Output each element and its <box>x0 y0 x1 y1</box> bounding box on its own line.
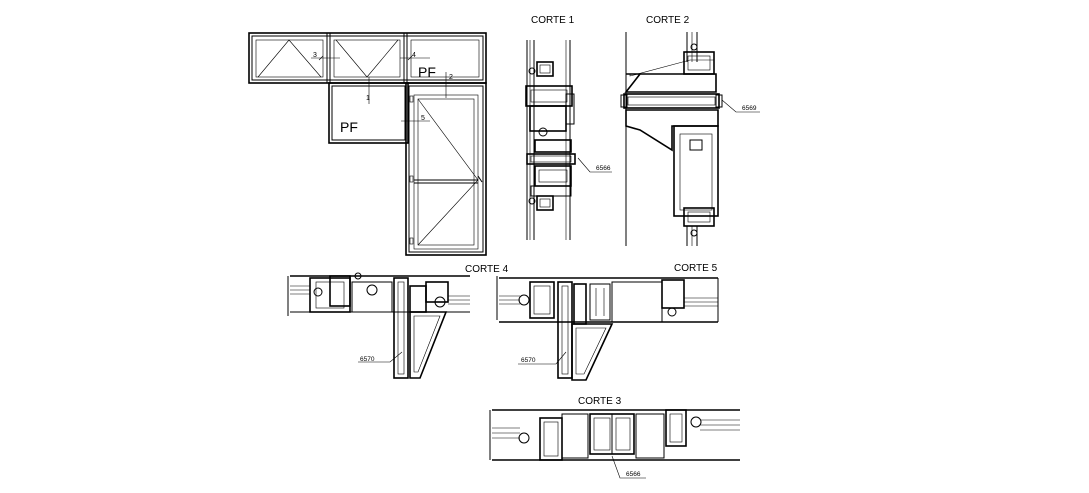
corte1-title: CORTE 1 <box>531 15 575 26</box>
pf-label-lower: PF <box>340 119 358 135</box>
ref-5: 5 <box>421 115 425 122</box>
corte3-title: CORTE 3 <box>578 396 622 407</box>
ref-1: 1 <box>366 95 370 102</box>
ref-4: 4 <box>412 52 416 59</box>
ref-3: 3 <box>313 52 317 59</box>
corte2-code: 6569 <box>742 105 757 112</box>
corte5-section <box>496 276 719 381</box>
corte4-code: 6570 <box>360 356 375 363</box>
corte4-section <box>287 272 470 379</box>
corte1-code: 6566 <box>596 165 611 172</box>
corte2-section <box>620 32 760 246</box>
corte3-code: 6566 <box>626 471 641 478</box>
corte5-title: CORTE 5 <box>674 263 718 274</box>
pf-label-upper: PF <box>418 64 436 80</box>
corte3-section <box>489 409 740 479</box>
window-elevation <box>248 32 487 256</box>
corte1-section <box>525 40 612 240</box>
corte2-title: CORTE 2 <box>646 15 690 26</box>
corte4-title: CORTE 4 <box>465 264 509 275</box>
corte5-code: 6570 <box>521 357 536 364</box>
ref-2: 2 <box>449 74 453 81</box>
